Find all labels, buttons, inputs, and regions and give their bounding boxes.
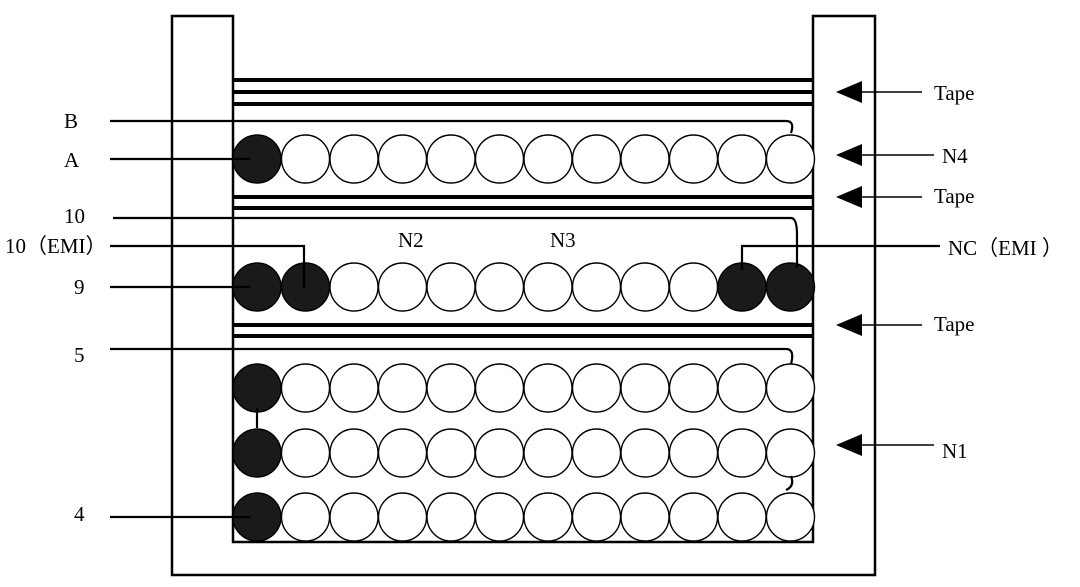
conductor-empty (668, 134, 719, 184)
label-10: 10 (64, 204, 85, 228)
conductor-empty (668, 363, 719, 413)
conductor-empty (280, 492, 331, 542)
conductor-rows (232, 134, 816, 542)
conductor-empty (571, 262, 622, 312)
conductor-empty (280, 428, 331, 478)
conductor-empty (717, 428, 767, 478)
conductor-empty (426, 428, 476, 478)
conductor-empty (717, 492, 767, 542)
conductor-empty (280, 363, 331, 413)
label-n4: N4 (942, 144, 968, 168)
conductor-empty (571, 134, 622, 184)
conductor-empty (523, 262, 573, 312)
label-4: 4 (74, 502, 85, 526)
conductor-empty (765, 428, 816, 478)
conductor-empty (329, 492, 379, 542)
conductor-empty (571, 428, 622, 478)
lead-10 (113, 216, 799, 268)
conductor-filled (280, 262, 331, 312)
label-9: 9 (74, 275, 85, 299)
conductor-empty (474, 492, 525, 542)
conductor-empty (523, 428, 573, 478)
conductor-empty (765, 134, 816, 184)
conductor-empty (668, 428, 719, 478)
conductor-filled (232, 363, 282, 413)
conductor-empty (377, 492, 428, 542)
conductor-empty (329, 262, 379, 312)
row-n1-bot (232, 492, 816, 542)
conductor-empty (523, 492, 573, 542)
conductor-empty (668, 262, 719, 312)
bobbin-frame (170, 14, 877, 577)
conductor-empty (571, 363, 622, 413)
conductor-empty (377, 134, 428, 184)
row-n2-n3 (232, 262, 816, 312)
conductor-empty (280, 134, 331, 184)
conductor-empty (474, 363, 525, 413)
arrow-tape-mid (836, 186, 922, 208)
label-b: B (64, 109, 78, 133)
conductor-empty (426, 363, 476, 413)
conductor-empty (329, 363, 379, 413)
conductor-empty (620, 262, 670, 312)
conductor-empty (329, 428, 379, 478)
conductor-empty (620, 134, 670, 184)
conductor-empty (426, 262, 476, 312)
conductor-empty (620, 363, 670, 413)
conductor-empty (426, 134, 476, 184)
arrow-n4 (836, 144, 934, 166)
conductor-filled (717, 262, 767, 312)
conductor-filled (765, 262, 816, 312)
label-n2: N2 (398, 228, 424, 252)
label-a: A (64, 148, 80, 172)
conductor-empty (377, 428, 428, 478)
lead-b (110, 119, 794, 134)
label-10-emi: 10（EMI） (5, 234, 107, 258)
conductor-empty (426, 492, 476, 542)
conductor-empty (765, 492, 816, 542)
arrow-n1 (836, 434, 934, 456)
right-arrows (836, 81, 934, 456)
row-n1-top (232, 363, 816, 413)
conductor-empty (620, 492, 670, 542)
label-nc-emi: NC（EMI ） (948, 236, 1063, 260)
tape-layers-middle (233, 195, 813, 210)
conductor-empty (523, 363, 573, 413)
label-tape-top: Tape (934, 81, 975, 105)
lead-wires (110, 119, 940, 519)
conductor-empty (474, 134, 525, 184)
conductor-empty (717, 363, 767, 413)
conductor-empty (474, 428, 525, 478)
arrow-tape-low (836, 314, 922, 336)
arrow-tape-top (836, 81, 922, 103)
conductor-empty (765, 363, 816, 413)
tape-layers-top (233, 78, 813, 106)
lead-5 (110, 347, 794, 365)
conductor-empty (523, 134, 573, 184)
conductor-empty (377, 262, 428, 312)
row-n1-mid (232, 428, 816, 478)
tape-layers-lower (233, 323, 813, 338)
label-5: 5 (74, 343, 85, 367)
label-tape-low: Tape (934, 312, 975, 336)
conductor-empty (717, 134, 767, 184)
conductor-filled (232, 428, 282, 478)
lead-nc-emi (740, 244, 940, 270)
conductor-empty (668, 492, 719, 542)
conductor-empty (571, 492, 622, 542)
label-n1: N1 (942, 439, 968, 463)
conductor-empty (329, 134, 379, 184)
conductor-empty (474, 262, 525, 312)
conductor-empty (377, 363, 428, 413)
label-n3: N3 (550, 228, 576, 252)
row-n4 (232, 134, 816, 184)
lead-10-emi (110, 244, 306, 288)
label-tape-mid: Tape (934, 184, 975, 208)
conductor-empty (620, 428, 670, 478)
link-n1-right (785, 475, 794, 492)
